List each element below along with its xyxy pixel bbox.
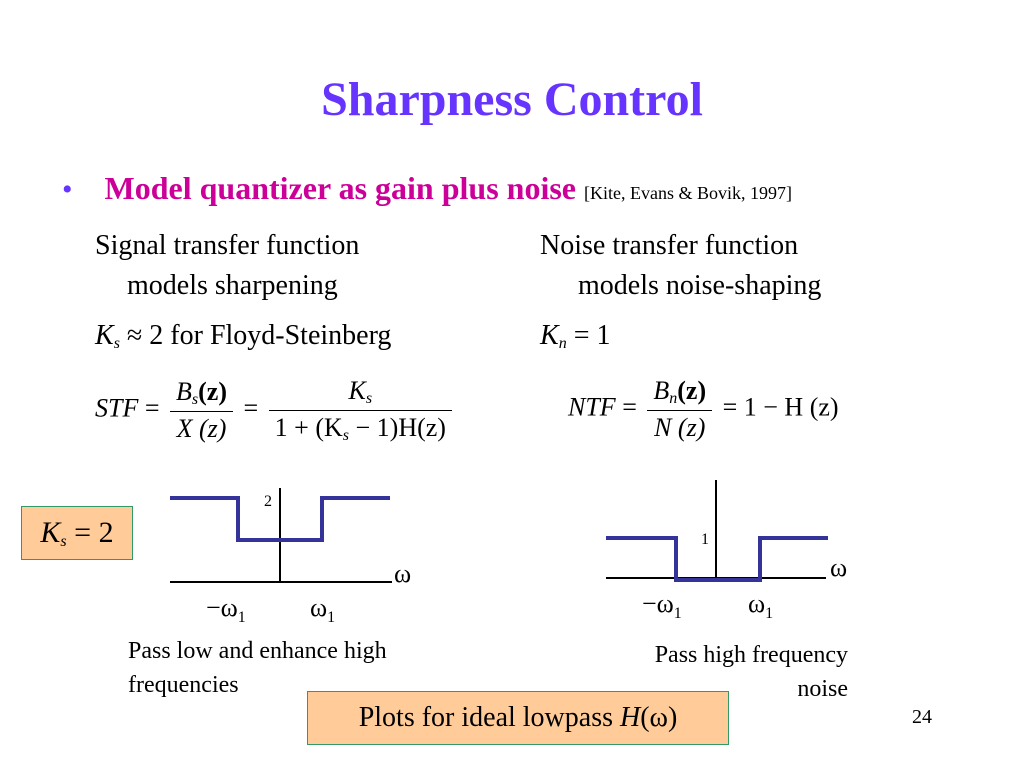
- ntf-level-label: 1: [701, 531, 709, 548]
- bullet-line: • Model quantizer as gain plus noise [Ki…: [62, 170, 792, 207]
- stf-heading: Signal transfer function models sharpeni…: [95, 230, 360, 301]
- stf-pos-cutoff: ω1: [310, 593, 335, 626]
- ntf-pos-cutoff: ω1: [748, 589, 773, 622]
- ntf-neg-cutoff: −ω1: [642, 589, 682, 622]
- stf-equation: STF = Bs(z) X (z) = Ks 1 + (Ks − 1)H(z): [95, 376, 456, 445]
- ntf-gain: Kn = 1: [540, 320, 611, 352]
- ks-box: Ks = 2: [21, 506, 133, 560]
- page-number: 24: [912, 706, 932, 728]
- ntf-equation: NTF = Bn(z) N (z) = 1 − H (z): [568, 376, 839, 442]
- citation: [Kite, Evans & Bovik, 1997]: [584, 183, 792, 203]
- ntf-plot: 1 ω −ω1 ω1: [606, 480, 847, 622]
- stf-level-label: 2: [264, 493, 272, 510]
- stf-omega-label: ω: [394, 559, 411, 588]
- stf-curve: [170, 496, 390, 542]
- ntf-curve: [606, 536, 828, 582]
- ntf-caption: Pass high frequency noise: [654, 642, 848, 702]
- ntf-omega-label: ω: [830, 553, 847, 582]
- stf-caption: Pass low and enhance high frequencies: [128, 638, 387, 698]
- slide-title: Sharpness Control: [321, 73, 703, 126]
- ntf-heading: Noise transfer function models noise-sha…: [540, 230, 822, 301]
- stf-plot: 2 ω −ω1 ω1: [170, 488, 411, 626]
- bullet-main-text: Model quantizer as gain plus noise: [104, 170, 576, 206]
- plots-note-box: Plots for ideal lowpass H(ω): [307, 691, 729, 745]
- stf-gain: Ks ≈ 2 for Floyd-Steinberg: [95, 320, 392, 352]
- stf-neg-cutoff: −ω1: [206, 593, 246, 626]
- bullet-dot-icon: •: [62, 173, 73, 206]
